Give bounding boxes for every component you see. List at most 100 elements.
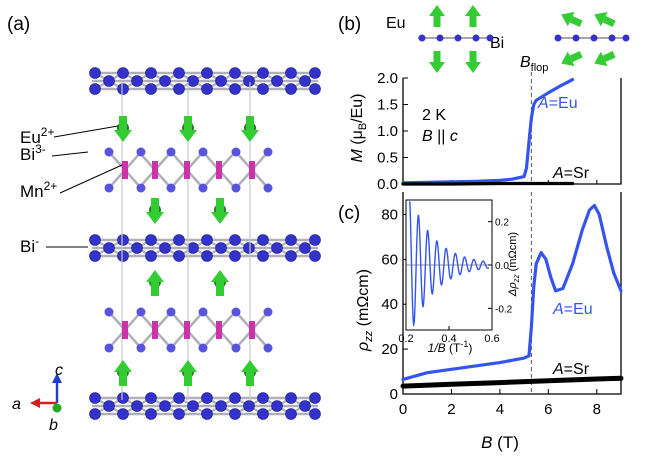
bi-atom: [229, 250, 241, 262]
series-label-eu-b: A=Eu: [537, 95, 578, 112]
spin-bi-atom: [454, 34, 462, 42]
bi-atom: [89, 83, 101, 95]
bi3-atom: [231, 343, 241, 353]
axis-c-label: c: [55, 362, 63, 379]
bi-atom: [145, 67, 157, 79]
bi-atom: [173, 234, 185, 246]
inset-x-tick-label: 0.6: [484, 333, 499, 345]
bi-atom: [243, 242, 255, 254]
bi-atom: [309, 234, 321, 246]
bi-atom: [89, 392, 101, 404]
bi-atom: [103, 242, 115, 254]
bi-atom: [173, 250, 185, 262]
y-tick-label-b: 0.5: [377, 150, 398, 167]
bi-atom: [89, 250, 101, 262]
bi-atom: [299, 242, 311, 254]
bi-atom: [187, 400, 199, 412]
bi-atom: [201, 67, 213, 79]
spin-down-2: [465, 51, 481, 73]
bi-atom: [229, 234, 241, 246]
bi-layer-top: [89, 67, 321, 95]
bi3-atom: [104, 183, 114, 193]
spin-shaft: [433, 51, 441, 62]
temperature-annotation: 2 K: [422, 107, 446, 124]
series-eu-magnetization: [401, 78, 575, 185]
spin-legend-bi: Bi: [490, 35, 504, 52]
plot-frame-c: [402, 192, 622, 395]
arrow-head: [211, 270, 229, 282]
arrow-shaft: [246, 116, 254, 130]
axis-b-label: b: [49, 417, 58, 434]
bi-atom: [257, 250, 269, 262]
field-annotation: B || c: [422, 128, 458, 145]
label-bi1: Bi-: [20, 234, 39, 256]
spin-shaft: [569, 15, 583, 27]
eu-moment-arrow-m1: [211, 198, 229, 224]
spin-flop-4: [594, 51, 616, 67]
panel-label-c: (c): [338, 203, 360, 224]
bi-atom: [299, 400, 311, 412]
bi-atom: [285, 83, 297, 95]
spin-head: [465, 5, 481, 16]
bi-atom: [187, 75, 199, 87]
spin-bi-atom: [418, 34, 426, 42]
arrow-head: [179, 130, 197, 142]
bi-atom: [89, 234, 101, 246]
spin-shaft: [433, 16, 441, 27]
eu-moment-arrow-m0: [146, 198, 164, 224]
series-label-eu-c: A=Eu: [552, 301, 593, 318]
magnetization-chart: Bflop 2 K B || c A=Eu A=Sr M (μB/Eu) 0.0…: [349, 54, 622, 193]
mn-atom-lower: [249, 321, 255, 339]
series-sr-magnetization: [401, 181, 575, 186]
mn-atom-upper: [122, 161, 128, 179]
y-tick-label-b: 0.0: [377, 176, 398, 193]
resistivity-chart: A=Eu A=Sr ρzz (mΩcm) B (T) 1/B (T-1) Δρz…: [355, 192, 624, 452]
spin-shaft: [569, 51, 583, 63]
bi3-atom: [104, 307, 114, 317]
axes-triad: c a b: [12, 362, 63, 434]
bi-atom: [201, 408, 213, 420]
spin-down-1: [429, 51, 445, 73]
bi3-atom: [136, 343, 146, 353]
bi-atom: [117, 392, 129, 404]
bi-atom: [117, 83, 129, 95]
arrow-head: [241, 360, 259, 372]
arrow-shaft: [216, 282, 224, 296]
bi-atom: [285, 234, 297, 246]
bi-atom: [285, 250, 297, 262]
bi-atom: [257, 67, 269, 79]
arrow-head: [241, 130, 259, 142]
bi-atom: [201, 234, 213, 246]
y-axis-label-c: ρzz (mΩcm): [355, 269, 375, 352]
inset-y-label: Δρzz (mΩcm): [507, 232, 521, 297]
mn-atom-upper: [152, 161, 158, 179]
arrow-head: [179, 360, 197, 372]
bi3-atom: [166, 183, 176, 193]
bi3-atom: [231, 307, 241, 317]
inset-x-label: 1/B (T-1): [428, 339, 473, 355]
bi-atom: [103, 400, 115, 412]
bi-atom: [309, 392, 321, 404]
arrow-shaft: [216, 198, 224, 212]
bi-atom: [215, 242, 227, 254]
bi3-atom: [198, 147, 208, 157]
series-label-sr-b: A=Sr: [552, 165, 590, 182]
bi3-atom: [198, 307, 208, 317]
mn-atom-upper: [184, 161, 190, 179]
arrow-shaft: [184, 372, 192, 386]
bi-atom: [271, 75, 283, 87]
bi-atom: [257, 83, 269, 95]
bi-atom: [159, 75, 171, 87]
bi-layer-bottom: [89, 392, 321, 420]
spin-legend: Eu Bi: [386, 5, 630, 73]
series-label-sr-c: A=Sr: [552, 361, 590, 378]
label-bi3: Bi3-: [20, 142, 46, 164]
bi-atom: [89, 408, 101, 420]
spin-up-2: [465, 5, 481, 27]
spin-bi-atom: [486, 34, 494, 42]
bi-atom: [271, 400, 283, 412]
x-tick-label-c: 0: [399, 401, 407, 418]
bi-atom: [131, 400, 143, 412]
spin-head: [561, 51, 575, 67]
bi3-atom: [198, 183, 208, 193]
